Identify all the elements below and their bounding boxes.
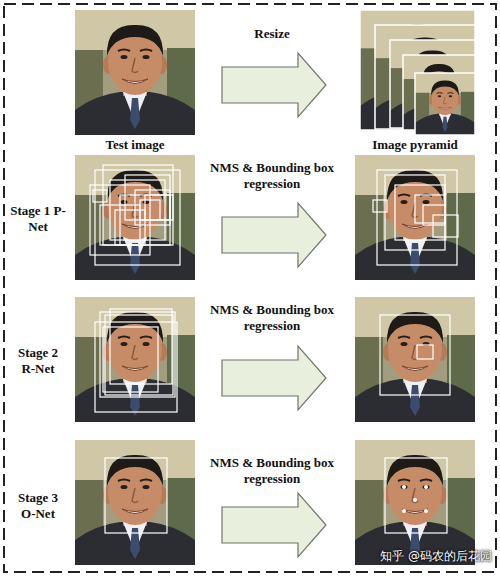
stage-label: Stage 1 P-Net	[10, 203, 66, 235]
stage-label: Stage 3 O-Net	[10, 490, 66, 522]
image-caption: Image pyramid	[350, 137, 480, 153]
step-label: Resize	[212, 26, 332, 42]
step-label: NMS & Bounding box regression	[187, 455, 357, 487]
image-caption: Test image	[75, 137, 195, 153]
step-label: NMS & Bounding box regression	[187, 160, 357, 192]
watermark: 知乎 @码农的后花园	[380, 549, 492, 564]
step-label: NMS & Bounding box regression	[187, 302, 357, 334]
stage-label: Stage 2 R-Net	[10, 345, 66, 377]
